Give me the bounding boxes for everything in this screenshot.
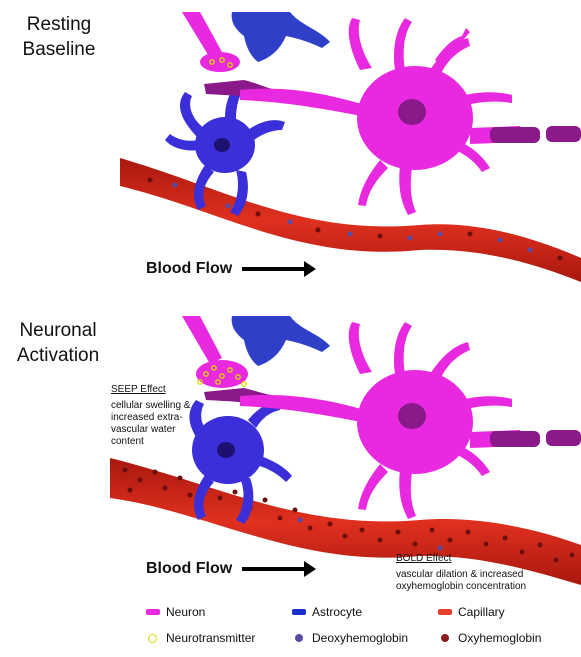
legend-item-capillary: Capillary	[438, 605, 505, 619]
panel-title-activation: Neuronal Activation	[6, 318, 110, 368]
legend-item-neuron: Neuron	[146, 605, 205, 619]
bold-heading: BOLD Effect	[396, 553, 576, 565]
axon-terminal	[182, 12, 222, 58]
legend-item-neurotransmitter: Neurotransmitter	[146, 631, 255, 645]
legend-label: Oxyhemoglobin	[458, 631, 541, 645]
title-line: Activation	[6, 343, 110, 368]
legend-label: Astrocyte	[312, 605, 362, 619]
deoxyhemoglobin-swatch-icon	[295, 634, 303, 642]
legend-label: Neurotransmitter	[166, 631, 255, 645]
legend-item-deoxyhemoglobin: Deoxyhemoglobin	[292, 631, 408, 645]
title-line: Neuronal	[6, 318, 110, 343]
seep-text: cellular swelling & increased extra-vasc…	[111, 400, 190, 447]
arrow-right-icon	[242, 567, 312, 571]
astrocyte-swatch-icon	[292, 609, 306, 615]
neuron	[240, 18, 512, 215]
blood-flow-label: Blood Flow	[146, 260, 312, 278]
neurotransmitter-swatch-icon	[148, 634, 157, 643]
astrocyte-top	[232, 12, 330, 62]
capillary-swatch-icon	[438, 609, 452, 615]
seep-effect-note: SEEP Effect cellular swelling & increase…	[111, 384, 199, 448]
neuron-swatch-icon	[146, 609, 160, 615]
oxyhemoglobin-swatch-icon	[441, 634, 449, 642]
seep-heading: SEEP Effect	[111, 384, 199, 396]
legend-item-astrocyte: Astrocyte	[292, 605, 362, 619]
blood-flow-text: Blood Flow	[146, 260, 232, 278]
title-line: Baseline	[14, 37, 104, 62]
legend-label: Neuron	[166, 605, 205, 619]
myelinated-axon	[470, 126, 581, 144]
panel-title-resting: Resting Baseline	[14, 12, 104, 62]
legend: Neuron Astrocyte Capillary Neurotransmit…	[146, 605, 576, 655]
title-line: Resting	[14, 12, 104, 37]
legend-label: Capillary	[458, 605, 505, 619]
bold-text: vascular dilation & increased oxyhemoglo…	[396, 569, 526, 592]
arrow-right-icon	[242, 267, 312, 271]
legend-item-oxyhemoglobin: Oxyhemoglobin	[438, 631, 541, 645]
bold-effect-note: BOLD Effect vascular dilation & increase…	[396, 553, 576, 593]
blood-flow-text: Blood Flow	[146, 560, 232, 578]
legend-label: Deoxyhemoglobin	[312, 631, 408, 645]
panel-activation	[110, 316, 581, 585]
panel-resting	[120, 12, 581, 282]
blood-flow-label: Blood Flow	[146, 560, 312, 578]
